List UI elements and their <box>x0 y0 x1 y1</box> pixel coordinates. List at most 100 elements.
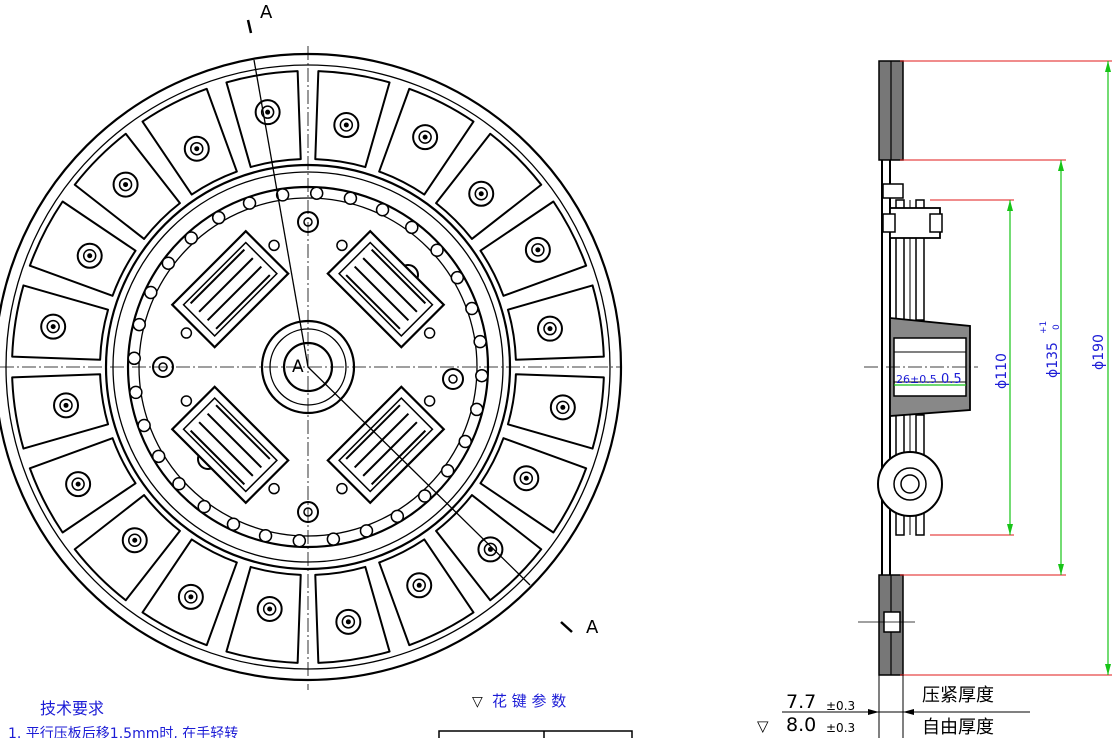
pad-rivet-center <box>87 253 93 259</box>
spring-coil <box>198 257 254 313</box>
rivet-top-cap-2 <box>929 213 943 233</box>
spring-window-inner <box>338 397 434 493</box>
dim-text-bore: 26±0.5 <box>896 373 937 386</box>
pad-rivet-center <box>194 146 200 152</box>
spring-coil <box>353 412 410 469</box>
plate-hole <box>469 402 484 417</box>
plate-hole <box>151 449 166 464</box>
plate-hole <box>458 434 472 449</box>
pad-rivet-center <box>188 594 194 600</box>
free-thickness-marker: ▽ <box>757 717 769 735</box>
rivet-top-head <box>882 183 904 199</box>
free-thickness-label: 自由厚度 <box>922 717 994 738</box>
section-mark-top: A <box>260 2 273 23</box>
plate-hole <box>184 231 199 245</box>
plate-hole <box>326 532 341 546</box>
plate-hole <box>450 270 465 285</box>
spring-coil <box>215 404 271 460</box>
spring-coil <box>370 248 427 305</box>
plate-hole <box>430 243 444 258</box>
spring-window <box>170 385 290 505</box>
spring-stop <box>180 395 193 407</box>
plate-hole <box>132 317 147 332</box>
spline-table-frame <box>438 730 633 738</box>
plate-hole <box>129 385 143 400</box>
spring-coil <box>370 429 427 486</box>
pad-rivet-center <box>547 326 553 332</box>
clamped-thickness-value: 7.7 <box>786 691 816 713</box>
pad-rivet-center <box>50 324 56 330</box>
dim-text-135-tol-lower: 0 <box>1052 324 1062 330</box>
plate-hole <box>137 418 151 433</box>
plate-hole <box>172 476 186 491</box>
spring-stop <box>268 482 280 495</box>
pad-rivet-center <box>267 606 273 612</box>
arrow-190-bottom <box>1105 664 1111 675</box>
arrow-135-bottom <box>1058 564 1064 575</box>
pad-rivet-center <box>123 182 129 188</box>
pad-rivet-center <box>265 109 271 115</box>
spring-coil <box>362 421 418 477</box>
spring-stop <box>423 327 436 339</box>
dim-text-190: ϕ190 <box>1091 334 1107 370</box>
pad-rivet-center <box>343 122 349 128</box>
spring-window-inner <box>182 241 278 337</box>
arrow-135-top <box>1058 160 1064 171</box>
spring-stop <box>268 239 280 252</box>
clamped-thickness-tol: ±0.3 <box>826 699 855 713</box>
arrow-110-top <box>1007 200 1013 211</box>
pad-rivet-center <box>345 619 351 625</box>
plate-hole <box>127 351 141 366</box>
arrow-110-bottom <box>1007 524 1013 535</box>
plate-hole <box>309 186 324 200</box>
pad-rivet-center <box>132 537 138 543</box>
dim-text-135-tol-upper: +1 <box>1039 321 1049 334</box>
spring-coil <box>206 412 263 469</box>
spring-coil <box>189 248 246 305</box>
section-mark-center: A <box>292 357 304 377</box>
spring-window-inner <box>338 241 434 337</box>
plate-hole <box>242 196 257 210</box>
pad-rivet-center <box>75 481 81 487</box>
plate-hole <box>375 203 390 217</box>
plate-hole <box>473 334 487 349</box>
spring-coil <box>353 265 410 322</box>
plate-hole <box>258 528 273 543</box>
thickness-arrow-2 <box>903 709 914 715</box>
plate-holes <box>127 186 489 548</box>
plate-hole <box>475 368 489 383</box>
spring-stop <box>336 239 348 252</box>
plate-hole <box>390 509 405 524</box>
pad-rivet-center <box>535 247 541 253</box>
plate-hole <box>197 499 211 514</box>
rivet-top-cap <box>882 213 896 233</box>
pad-rivet-center <box>63 402 69 408</box>
free-thickness-value: 8.0 <box>786 714 816 736</box>
pad-rivet-center <box>416 582 422 588</box>
dim-text-110: ϕ110 <box>994 353 1010 389</box>
plate-hole <box>144 285 158 300</box>
section-line <box>253 59 309 368</box>
plate-hole <box>211 210 226 225</box>
thickness-spec: 7.7 ±0.3 压紧厚度 ▽ 8.0 ±0.3 自由厚度 <box>757 675 1030 738</box>
spring-window-inner <box>182 397 278 493</box>
plate-hole <box>465 301 479 316</box>
plate-hole <box>417 489 432 503</box>
section-cut-top <box>246 19 253 34</box>
side-plate-upper-2 <box>915 199 925 321</box>
spring-stop <box>336 482 348 495</box>
spring-coil <box>362 257 418 313</box>
spring-window <box>326 229 446 349</box>
dim-text-135: ϕ135 <box>1045 342 1061 378</box>
spline-table-title: 花 键 参 数 <box>492 692 566 710</box>
spring-window <box>326 385 446 505</box>
plate-hole <box>161 256 176 270</box>
plate-hole <box>405 220 419 235</box>
notes-item-1: 1. 平行压板后移1.5mm时, 在手轻转 <box>8 726 238 738</box>
spring-stop <box>423 395 436 407</box>
technical-notes: 技术要求 1. 平行压板后移1.5mm时, 在手轻转 <box>8 699 238 738</box>
plate-hole <box>343 191 358 206</box>
thickness-arrow-1 <box>868 709 879 715</box>
arrow-190-top <box>1105 61 1111 72</box>
